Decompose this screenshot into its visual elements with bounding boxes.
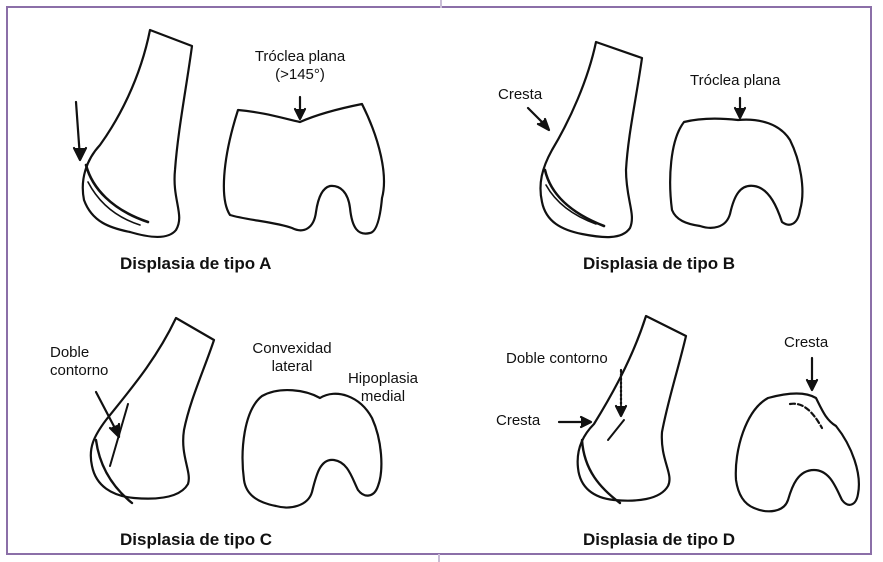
- panel-b-label-crest: Cresta: [498, 86, 542, 104]
- panel-c-label-medial: medial: [338, 388, 428, 406]
- panel-a-label-line2: (>145°): [240, 66, 360, 84]
- panel-a-arrow: [74, 102, 86, 160]
- panel-d-label-doble-contorno: Doble contorno: [506, 350, 608, 368]
- panel-c-label-convexidad: Convexidad: [240, 340, 344, 358]
- panel-b-label-trochlea: Tróclea plana: [690, 72, 780, 90]
- panel-a-caption: Displasia de tipo A: [120, 254, 271, 274]
- panel-d-axial-femur: [736, 394, 859, 512]
- panel-c-label-contorno: contorno: [50, 362, 108, 380]
- panel-c-caption: Displasia de tipo C: [120, 530, 272, 550]
- panel-c-axial-femur: [243, 390, 382, 507]
- panel-d-label-crest-right: Cresta: [784, 334, 828, 352]
- panel-d-arrow-head-double: [616, 406, 626, 416]
- panel-b-arrow-crest: [528, 108, 549, 130]
- panel-a-lateral-femur: [83, 30, 192, 237]
- panel-b-arrow-trochlea: [735, 98, 745, 118]
- panel-c-label-hipoplasia: Hipoplasia: [338, 370, 428, 388]
- panel-d-arrow-crest-right: [807, 358, 817, 390]
- panel-c-label-lateral: lateral: [240, 358, 344, 376]
- panel-a-arrow-trochlea: [295, 97, 305, 119]
- panel-a-axial-femur: [224, 104, 384, 234]
- panel-b-caption: Displasia de tipo B: [583, 254, 735, 274]
- panel-d-lateral-femur: [578, 316, 686, 503]
- panel-d-arrow-crest-left: [559, 417, 591, 427]
- panel-b-lateral-femur: [540, 42, 642, 237]
- panel-b-axial-femur: [670, 119, 802, 228]
- panel-d-caption: Displasia de tipo D: [583, 530, 735, 550]
- panel-d-label-crest-left: Cresta: [496, 412, 540, 430]
- panel-c-label-doble: Doble: [50, 344, 89, 362]
- panel-c-lateral-femur: [91, 318, 214, 503]
- panel-a-label-line1: Tróclea plana: [240, 48, 360, 66]
